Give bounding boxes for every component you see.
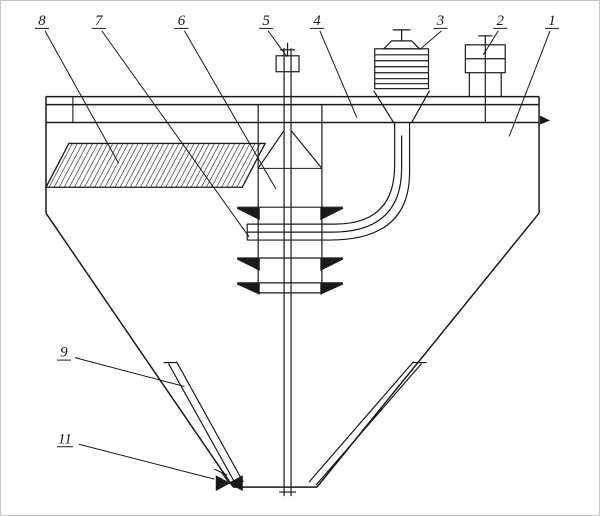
inner-cone-left-outer <box>167 363 237 486</box>
tank-cone-left-wall <box>45 212 234 488</box>
callout-4-leader <box>319 30 358 118</box>
feed-pipe <box>246 122 411 241</box>
shaft-top-gland <box>275 55 300 73</box>
callout-2: 2 <box>482 13 508 56</box>
callouts: 8 7 6 5 4 3 2 <box>35 13 559 480</box>
callout-11-leader <box>78 443 215 480</box>
callout-11-label: 11 <box>58 431 72 447</box>
wall-marker-arrow <box>540 115 551 125</box>
valve-stem <box>220 471 230 484</box>
inner-cone-left-inner <box>175 361 244 483</box>
callout-7: 7 <box>91 13 250 238</box>
inner-cone-right-inner <box>308 361 415 483</box>
feed-funnel-right <box>411 90 431 123</box>
valve-left-wedge <box>215 475 231 492</box>
callout-11: 11 <box>56 431 215 480</box>
column-inner-funnel-right <box>290 130 323 169</box>
baffle-plate <box>236 206 344 221</box>
callout-8-leader <box>44 30 120 164</box>
motor-cap <box>382 40 421 50</box>
callout-7-label: 7 <box>95 13 103 29</box>
callout-6: 6 <box>174 13 277 190</box>
motor-drive-unit <box>373 29 431 123</box>
feedwell-column <box>236 104 344 295</box>
callout-6-leader <box>184 30 277 190</box>
column-inner-funnel-left <box>257 130 285 169</box>
callout-5: 5 <box>259 13 288 58</box>
callout-3: 3 <box>419 13 448 51</box>
callout-1-label: 1 <box>548 13 555 29</box>
feed-pipe-center-line <box>247 135 403 233</box>
drain-valve <box>214 468 243 492</box>
wall-marker <box>540 115 551 125</box>
inner-cone <box>163 361 427 486</box>
plate-pack-hatch-area <box>44 142 267 188</box>
callout-5-label: 5 <box>262 13 270 29</box>
callout-9-leader <box>74 357 185 387</box>
callout-9-label: 9 <box>60 345 68 361</box>
feed-pipe-inner-wall <box>247 122 411 241</box>
valve-handle <box>214 468 228 476</box>
callout-4: 4 <box>309 13 358 118</box>
callout-4-label: 4 <box>313 13 321 29</box>
callout-2-label: 2 <box>496 13 504 29</box>
callout-1-leader <box>508 30 551 137</box>
motor-finned-body <box>374 48 430 90</box>
callout-9: 9 <box>56 345 185 387</box>
tank-outline <box>45 95 540 488</box>
feed-funnel-left <box>373 90 395 123</box>
callout-7-leader <box>101 30 250 238</box>
valve-right-wedge <box>228 475 243 492</box>
callout-8: 8 <box>35 13 120 164</box>
callout-3-leader <box>419 30 442 51</box>
inclined-plate-pack <box>44 142 267 188</box>
callout-5-leader <box>267 30 288 58</box>
inner-cone-right-outer <box>315 363 422 486</box>
callout-1: 1 <box>508 13 559 137</box>
callout-3-label: 3 <box>436 13 444 29</box>
callout-6-label: 6 <box>178 13 186 29</box>
baffle-plate <box>236 257 344 271</box>
callout-8-label: 8 <box>38 13 46 29</box>
callout-2-leader <box>482 30 499 56</box>
junction-box-unit <box>464 35 506 123</box>
baffle-plate <box>236 282 344 295</box>
feed-pipe-outer-wall <box>247 122 396 225</box>
drive-shaft <box>275 42 300 497</box>
